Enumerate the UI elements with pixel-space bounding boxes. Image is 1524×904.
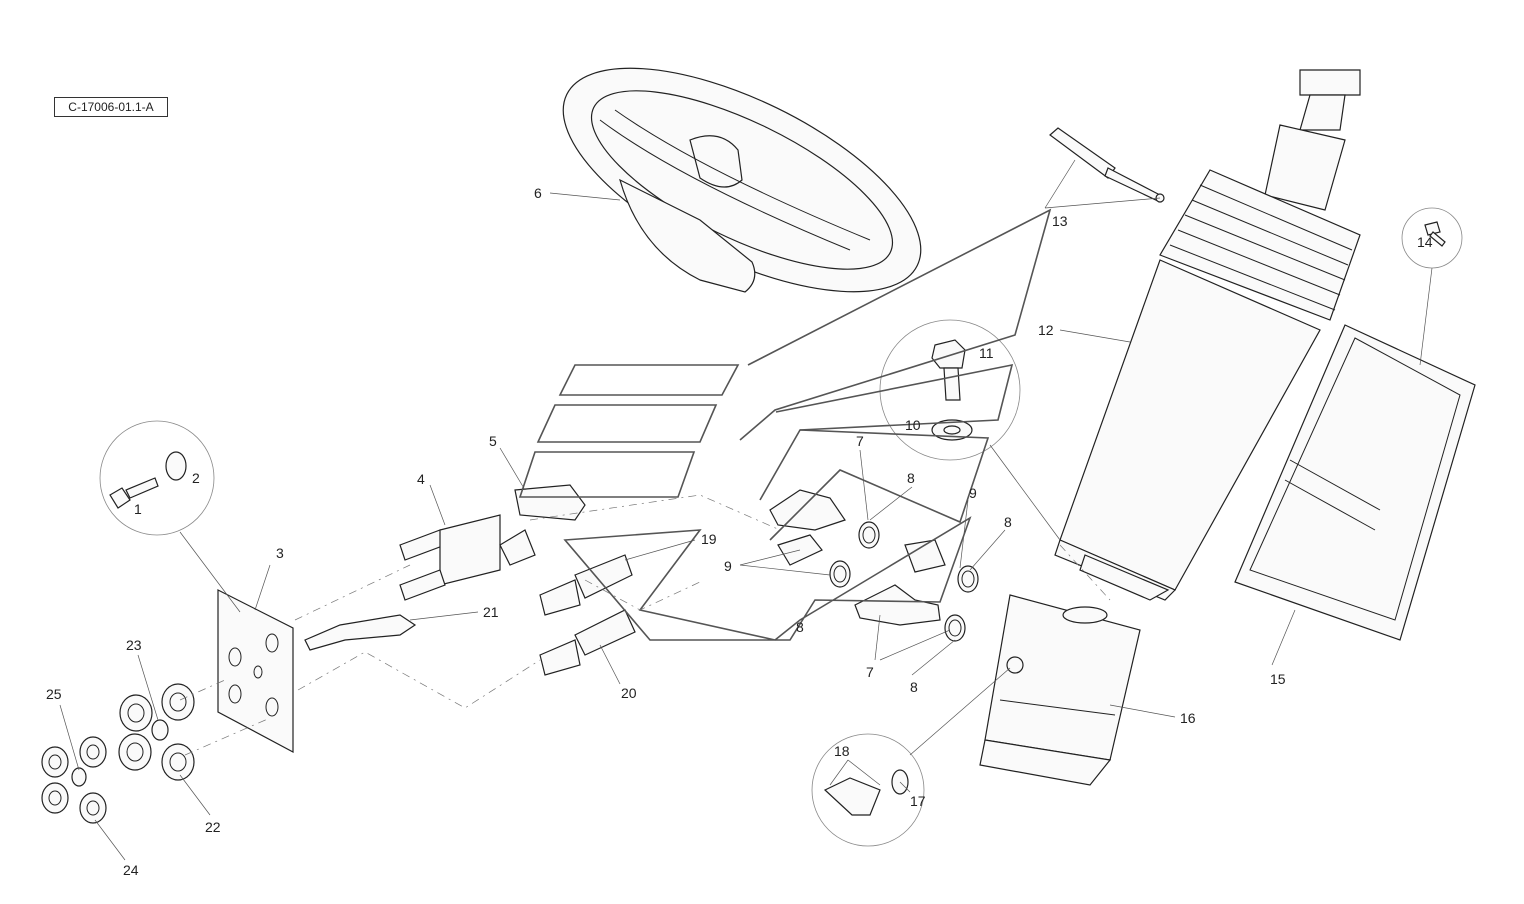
part-label: 7 <box>866 664 874 680</box>
leader-lines <box>59 159 1433 861</box>
assembly-axes <box>179 494 1111 756</box>
steering-wheel <box>562 67 922 293</box>
part-label: 1 <box>134 501 142 517</box>
part-label: 13 <box>1052 213 1068 229</box>
connection-group-outlines <box>518 208 1052 641</box>
part-label: 19 <box>701 531 717 547</box>
mounting-plate <box>217 589 294 753</box>
part-label: 17 <box>910 793 926 809</box>
column-cover <box>1234 324 1476 641</box>
multi-function-lever <box>1049 127 1165 203</box>
part-label: 21 <box>483 604 499 620</box>
part-label: 2 <box>192 470 200 486</box>
part-label: 12 <box>1038 322 1054 338</box>
part-label: 18 <box>834 743 850 759</box>
sealing-washers <box>41 683 195 824</box>
part-label: 16 <box>1180 710 1196 726</box>
part-label: 5 <box>489 433 497 449</box>
detail-callout-17-18 <box>811 733 925 847</box>
part-label: 6 <box>534 185 542 201</box>
part-label: 23 <box>126 637 142 653</box>
part-label: 8 <box>910 679 918 695</box>
detail-callout-1-2 <box>99 420 215 536</box>
part-label: 14 <box>1417 234 1433 250</box>
part-label: 7 <box>856 433 864 449</box>
part-label: 8 <box>907 470 915 486</box>
part-label: 9 <box>724 558 732 574</box>
hydraulic-fittings <box>304 484 979 676</box>
part-label: 8 <box>1004 514 1012 530</box>
detail-callout-10-11 <box>879 319 1021 461</box>
part-label: 15 <box>1270 671 1286 687</box>
part-label: 4 <box>417 471 425 487</box>
part-label: 24 <box>123 862 139 878</box>
part-label: 11 <box>979 345 994 361</box>
part-labels: 1 2 3 4 5 6 7 7 8 8 8 8 9 9 10 11 12 13 … <box>46 185 1433 878</box>
part-label: 20 <box>621 685 637 701</box>
part-label: 8 <box>796 619 804 635</box>
part-label: 10 <box>905 417 921 433</box>
part-label: 22 <box>205 819 221 835</box>
steering-column <box>1054 69 1361 601</box>
part-label: 25 <box>46 686 62 702</box>
steering-unit <box>979 594 1141 786</box>
drawing-reference-box: C-17006-01.1-A <box>54 97 168 117</box>
part-label: 9 <box>969 485 977 501</box>
part-label: 3 <box>276 545 284 561</box>
